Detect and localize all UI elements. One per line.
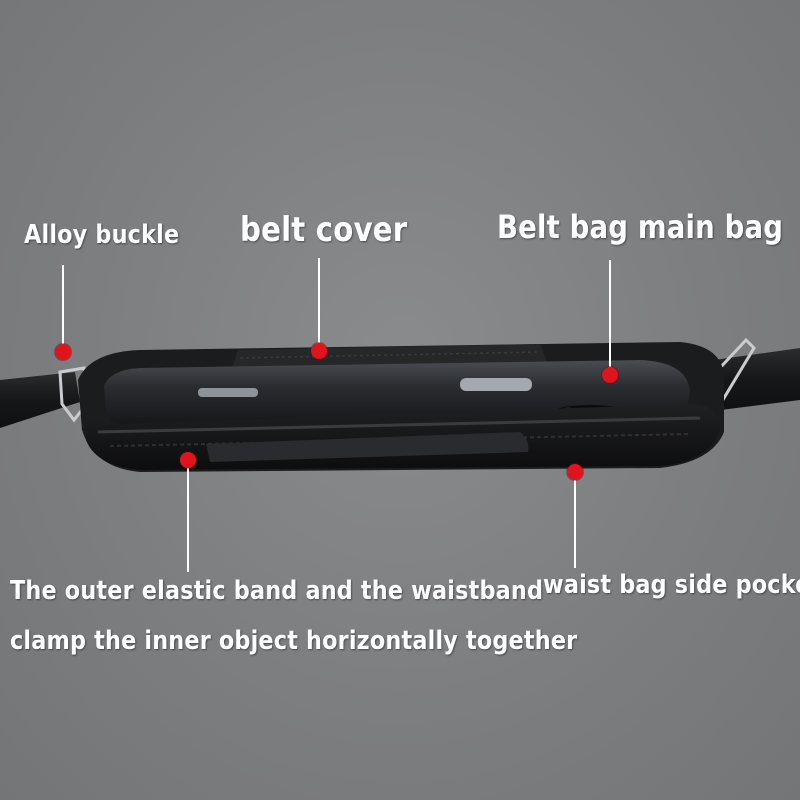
leader-side-pocket <box>574 480 576 568</box>
marker-main-bag <box>602 367 618 383</box>
label-main-bag: Belt bag main bag <box>497 208 784 246</box>
marker-side-pocket <box>567 464 583 480</box>
marker-elastic-band <box>180 452 196 468</box>
label-belt-cover: belt cover <box>240 210 408 250</box>
label-elastic-line-1: The outer elastic band and the waistband <box>10 576 544 606</box>
label-side-pocket: waist bag side pocket <box>543 570 800 600</box>
leader-elastic-band <box>187 468 189 572</box>
marker-alloy-buckle <box>55 344 71 360</box>
label-alloy-buckle: Alloy buckle <box>24 220 180 250</box>
leader-alloy-buckle <box>62 265 64 345</box>
marker-belt-cover <box>311 343 327 359</box>
left-strap <box>0 372 80 428</box>
label-elastic-line-2: clamp the inner object horizontally toge… <box>10 626 578 656</box>
elastic-band-shape <box>206 432 529 462</box>
leader-belt-cover <box>318 258 320 344</box>
leader-main-bag <box>609 260 611 368</box>
